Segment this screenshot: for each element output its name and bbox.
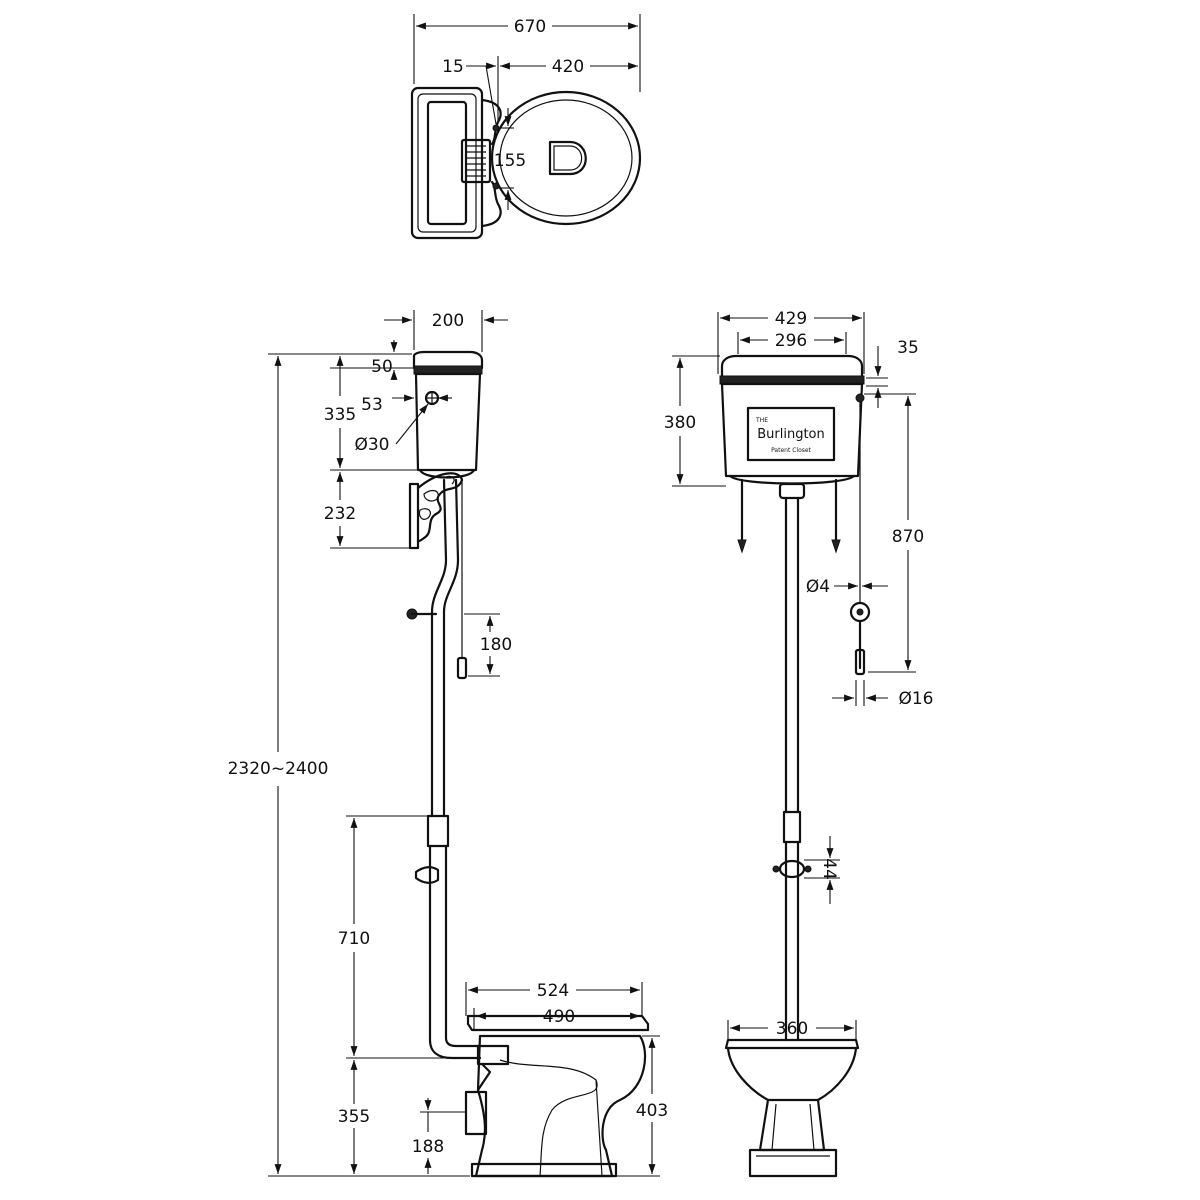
front-cistern-lid [720,354,864,380]
brand-prefix: THE [755,417,768,424]
plan-bowl [490,90,642,226]
front-pipe-bracket [778,859,806,879]
brand-plate [746,406,836,462]
front-pan-bowl [726,1046,858,1102]
plan-view: 670 15 420 155 [410,14,642,240]
dim-side-outlet-height: 355 [338,1107,370,1127]
dim-front-handle-dia: Ø16 [898,689,933,709]
dim-top-bowl: 420 [552,57,584,77]
dim-side-inlet: 53 [361,395,383,415]
dim-top-offset: 15 [442,57,464,77]
dim-front-bracket: 44 [819,858,839,880]
plan-bowl-opening [548,140,587,176]
dim-front-lid-width: 296 [775,331,807,351]
front-pan-plinth [748,1148,838,1178]
dim-front-chain-dia: Ø4 [806,577,830,597]
dim-side-inlet-dia: Ø30 [354,435,389,455]
dim-side-outlet-low: 188 [412,1137,444,1157]
dim-side-pipe: 710 [338,929,370,949]
dim-front-cistern-height: 380 [664,413,696,433]
side-ornate-bracket [416,472,464,543]
plan-cistern [410,86,484,240]
front-pan-seat [724,1038,860,1050]
dim-side-lid: 50 [371,357,393,377]
dim-front-lid-offset: 35 [897,338,919,358]
dim-side-total: 2320~2400 [228,759,329,779]
dim-side-cistern-height: 335 [324,405,356,425]
brand-tagline: Patent Closet [771,447,811,454]
side-pan-plinth [470,1162,618,1178]
dim-side-pan-width: 524 [537,981,569,1001]
brand-name: Burlington [757,427,825,442]
dim-front-cistern-width: 429 [775,309,807,329]
side-chain-handle [456,656,468,680]
dim-side-bracket: 232 [324,504,356,524]
dim-side-pan-height: 403 [636,1101,668,1121]
dim-front-pan-width: 360 [776,1019,808,1039]
dim-top-center: 155 [494,151,526,171]
front-view: THE Burlington Patent Closet [664,309,934,1178]
side-flush-pipe [430,478,448,818]
side-outlet [464,1090,488,1136]
side-wall-plate [408,482,420,550]
dim-side-pan-inner: 490 [543,1007,575,1027]
side-cistern-lid [412,350,484,370]
front-cistern-body [720,382,864,478]
dim-side-chain-handle: 180 [480,635,512,655]
dim-front-chain: 870 [892,527,924,547]
dim-top-width: 670 [514,17,546,37]
side-view: 200 2320~2400 335 50 53 Ø30 232 180 [228,310,668,1178]
side-pan-body [474,1034,647,1178]
dim-side-cistern-width: 200 [432,311,464,331]
side-cistern-body [414,372,482,472]
